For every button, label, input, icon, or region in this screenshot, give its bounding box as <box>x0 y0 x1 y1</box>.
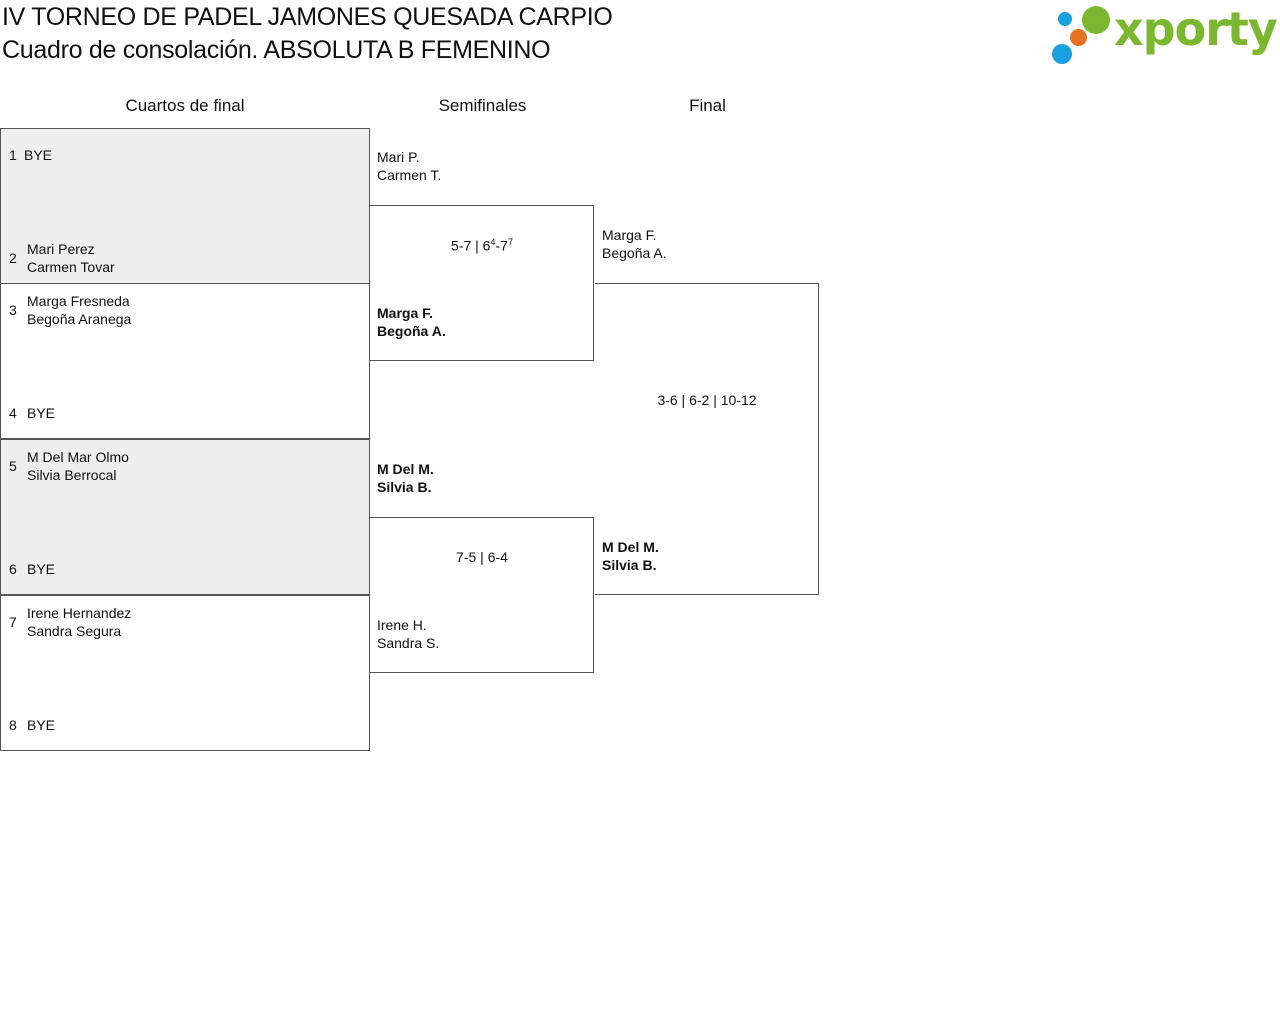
seed-number: 7 <box>9 614 17 630</box>
team-name: M Del Mar Olmo Silvia Berrocal <box>27 448 129 484</box>
player-name: Begoña A. <box>602 245 667 261</box>
player-name: Begoña A. <box>377 323 446 339</box>
team-name: BYE <box>24 147 53 163</box>
seed-number: 3 <box>9 302 17 318</box>
round-header-final: Final <box>689 96 726 115</box>
player-name: Silvia B. <box>602 557 657 573</box>
seed-number: 8 <box>9 717 17 733</box>
semifinal-match-2 <box>370 517 594 673</box>
player-name: M Del M. <box>602 539 659 555</box>
player-name: Begoña Aranega <box>27 311 132 327</box>
player-name: M Del Mar Olmo <box>27 449 129 465</box>
semifinal-pair-winner: M Del M. Silvia B. <box>377 460 434 496</box>
semifinal-score-2: 7-5 | 6-4 <box>456 549 508 565</box>
player-name: Silvia B. <box>377 479 432 495</box>
seed-number: 4 <box>9 405 17 421</box>
team-name: BYE <box>27 561 56 577</box>
semifinal-pair-winner: Marga F. Begoña A. <box>377 304 446 340</box>
player-name: Irene Hernandez <box>27 605 132 621</box>
seed-number: 6 <box>9 561 17 577</box>
xporty-logo[interactable]: xporty <box>1050 2 1280 66</box>
logo-wordmark: xporty <box>1114 2 1278 56</box>
round-header-quarterfinals: Cuartos de final <box>125 96 245 115</box>
seed-number: 2 <box>9 250 17 266</box>
semifinal-pair: Mari P. Carmen T. <box>377 148 441 184</box>
logo-dot-blue-large-icon <box>1052 44 1072 64</box>
player-name: Mari Perez <box>27 241 95 257</box>
quarterfinal-match-3: 5 M Del Mar Olmo Silvia Berrocal 6 BYE <box>0 439 370 595</box>
seed-number: 5 <box>9 458 17 474</box>
team-name: Mari Perez Carmen Tovar <box>27 240 115 276</box>
quarterfinal-match-1: 1 BYE 2 Mari Perez Carmen Tovar <box>0 128 370 284</box>
player-name: Marga F. <box>602 227 657 243</box>
player-name: M Del M. <box>377 461 434 477</box>
player-name: Irene H. <box>377 617 427 633</box>
team-name: BYE <box>27 717 56 733</box>
final-pair-winner: M Del M. Silvia B. <box>602 538 659 574</box>
semifinal-match-1 <box>370 205 594 361</box>
team-name: Marga Fresneda Begoña Aranega <box>27 292 131 328</box>
round-header-semifinals: Semifinales <box>438 96 527 115</box>
logo-dot-blue-icon <box>1058 12 1072 26</box>
player-name: Carmen Tovar <box>27 259 115 275</box>
semifinal-pair: Irene H. Sandra S. <box>377 616 439 652</box>
player-name: Carmen T. <box>377 167 442 183</box>
quarterfinal-match-2: 3 Marga Fresneda Begoña Aranega 4 BYE <box>0 283 370 439</box>
player-name: Mari P. <box>377 149 420 165</box>
final-score: 3-6 | 6-2 | 10-12 <box>657 392 757 408</box>
player-name: Marga Fresneda <box>27 293 130 309</box>
player-name: Sandra Segura <box>27 623 122 639</box>
draw-subtitle: Cuadro de consolación. ABSOLUTA B FEMENI… <box>2 36 551 64</box>
player-name: Silvia Berrocal <box>27 467 117 483</box>
team-name: BYE <box>27 405 56 421</box>
tournament-title: IV TORNEO DE PADEL JAMONES QUESADA CARPI… <box>2 3 613 31</box>
team-name: Irene Hernandez Sandra Segura <box>27 604 131 640</box>
seed-number: 1 <box>9 147 17 163</box>
player-name: Sandra S. <box>377 635 440 651</box>
semifinal-score-1: 5-7 | 64-77 <box>451 237 513 254</box>
final-match <box>595 283 819 595</box>
logo-dot-green-icon <box>1082 6 1110 34</box>
player-name: Marga F. <box>377 305 434 321</box>
quarterfinal-match-4: 7 Irene Hernandez Sandra Segura 8 BYE <box>0 595 370 751</box>
final-pair: Marga F. Begoña A. <box>602 226 667 262</box>
logo-dot-orange-icon <box>1070 29 1087 46</box>
